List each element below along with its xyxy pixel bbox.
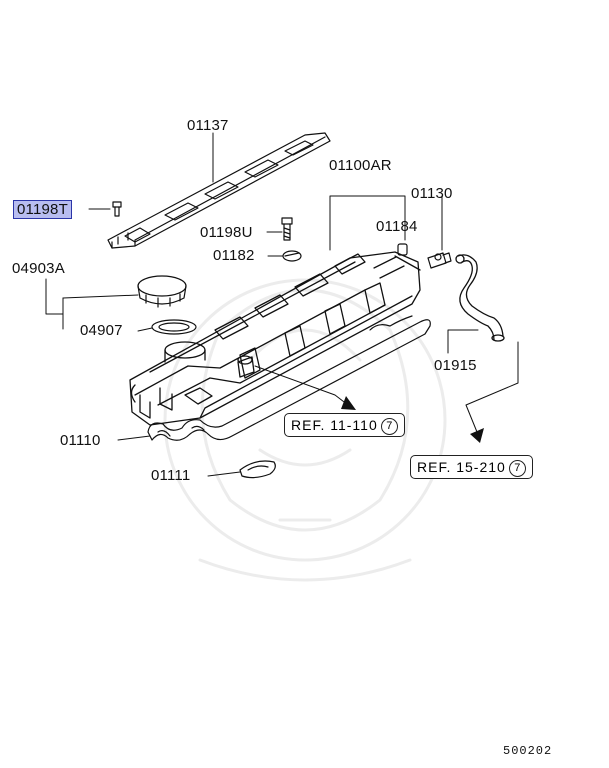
oil-filler-cap-04903A xyxy=(137,275,187,308)
bolt-01198U xyxy=(281,217,293,241)
part-label-01100AR[interactable]: 01100AR xyxy=(329,157,392,174)
reference-text: REF. 11-110 xyxy=(291,417,378,433)
part-label-01184[interactable]: 01184 xyxy=(376,218,418,235)
pcv-fitting-01130 xyxy=(427,252,452,269)
valve-cover-body xyxy=(129,251,421,426)
filler-gasket-04907 xyxy=(151,319,197,335)
cover-gasket-01110 xyxy=(147,315,431,441)
reference-circled-number: 7 xyxy=(380,418,398,435)
reference-circled-number: 7 xyxy=(508,460,526,477)
part-label-01137[interactable]: 01137 xyxy=(187,117,229,134)
watermark-emblem xyxy=(163,278,447,582)
reference-text: REF. 15-210 xyxy=(417,459,506,475)
part-label-01182[interactable]: 01182 xyxy=(213,247,255,264)
plug-seal-01111 xyxy=(239,460,276,479)
leader-lines xyxy=(45,132,519,477)
part-label-04903A[interactable]: 04903A xyxy=(12,260,65,277)
part-label-01198U[interactable]: 01198U xyxy=(200,224,253,241)
diagram-code: 500202 xyxy=(503,744,553,758)
part-label-04907[interactable]: 04907 xyxy=(80,322,123,339)
plug-cover-plate xyxy=(107,132,331,249)
bolt-01198T xyxy=(112,201,122,217)
washer-01182 xyxy=(282,250,302,262)
part-label-01130[interactable]: 01130 xyxy=(411,185,453,202)
part-label-01111[interactable]: 01111 xyxy=(151,467,191,484)
breather-hose-01915 xyxy=(455,254,505,342)
part-label-01198T[interactable]: 01198T xyxy=(13,200,72,219)
part-label-01110[interactable]: 01110 xyxy=(60,432,101,449)
part-label-01915[interactable]: 01915 xyxy=(434,357,477,374)
